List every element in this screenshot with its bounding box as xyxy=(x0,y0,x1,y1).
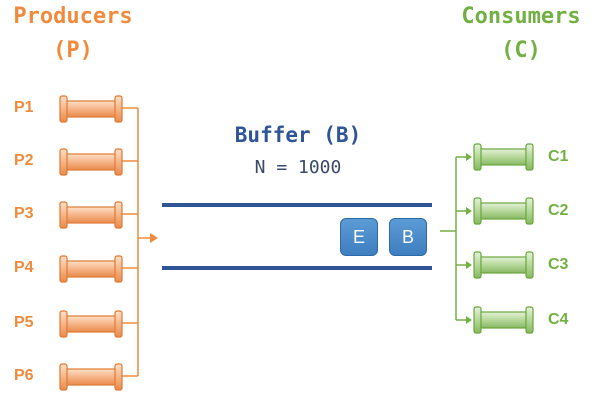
consumer-arrow-icons xyxy=(466,153,472,324)
consumers-subtitle: (C) xyxy=(501,38,541,63)
buffer-token: E xyxy=(340,218,378,256)
producer-arrow-icon xyxy=(150,233,158,243)
producer-label: P1 xyxy=(14,99,34,116)
pipe-icon xyxy=(59,148,123,176)
producers-subtitle: (P) xyxy=(53,38,93,63)
consumer-label: C1 xyxy=(548,148,569,165)
pipe-icon xyxy=(473,251,534,279)
buffer-token: B xyxy=(389,218,427,256)
producer-label: P3 xyxy=(14,205,34,222)
producers-title: Producers xyxy=(13,4,133,29)
pipe-icon xyxy=(59,310,123,338)
buffer-title: Buffer (B) xyxy=(234,123,362,147)
producer-label: P4 xyxy=(14,259,34,276)
buffer-capacity: N = 1000 xyxy=(254,157,342,178)
pipe-icon xyxy=(59,201,123,229)
consumer-pipes xyxy=(473,143,534,334)
consumer-connectors xyxy=(440,156,466,321)
pipe-icon xyxy=(59,363,123,391)
pipe-icon xyxy=(473,143,534,171)
producer-label: P5 xyxy=(14,314,34,331)
pipe-icon xyxy=(59,255,123,283)
pipe-icon xyxy=(473,306,534,334)
consumers-title: Consumers xyxy=(461,4,581,29)
consumer-label: C3 xyxy=(548,256,569,273)
producer-label: P6 xyxy=(14,367,34,384)
producer-connectors xyxy=(122,107,150,377)
pipe-icon xyxy=(473,197,534,225)
producer-pipes xyxy=(59,95,123,391)
pipe-icon xyxy=(59,95,123,123)
consumer-label: C2 xyxy=(548,202,569,219)
consumer-label: C4 xyxy=(548,311,569,328)
producer-label: P2 xyxy=(14,152,34,169)
